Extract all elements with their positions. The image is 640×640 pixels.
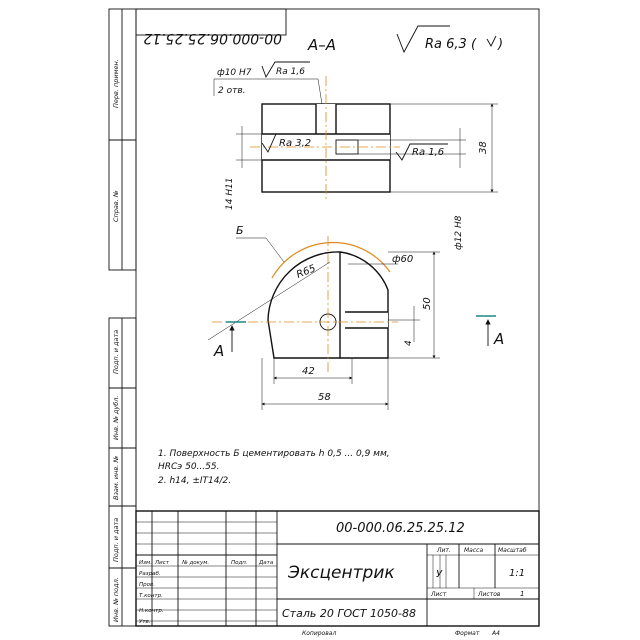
mass-label: Масса (464, 547, 483, 554)
general-roughness: Ra 6,3 ( ) (396, 25, 503, 54)
dim-50: 50 (422, 297, 433, 310)
col-list: Лист (154, 560, 170, 566)
lit-label: Лит. (436, 547, 451, 554)
title-block: 00-000.06.25.25.12 Эксцентрик Сталь 20 Г… (135, 510, 540, 627)
eccentric-view: R65 Б ф60 50 4 42 58 А А (207, 224, 504, 410)
roughness-left: Ra 3,2 (279, 138, 311, 149)
left-strip: Перв. примен. Справ. № Подп. и дата Инв.… (108, 8, 137, 627)
format-value: А4 (491, 630, 500, 637)
strip-label-5: Взам. инв. № (112, 456, 120, 500)
stamp-number: 00-000.06.25.25.12 (143, 30, 282, 46)
label-b: Б (236, 224, 244, 237)
note-3: 2. h14, ±IT14/2. (158, 476, 231, 486)
sheet-label: Лист (430, 591, 447, 598)
lit-value: У (436, 569, 443, 580)
hole-note: ф10 Н7 (217, 68, 252, 78)
copied-label: Копировал (302, 630, 336, 637)
col-sign: Подп. (231, 560, 248, 566)
hole-roughness: Ra 1,6 (276, 67, 305, 77)
row-razrab: Разраб. (139, 571, 161, 577)
roughness-general: Ra 6,3 ( (425, 37, 477, 52)
row-tkontr: Т.контр. (139, 593, 163, 599)
col-doc: № докум. (181, 560, 209, 566)
sheets-label: Листов (477, 591, 501, 598)
strip-label-1: Перв. примен. (112, 59, 120, 108)
section-title: А–А (307, 36, 336, 54)
dim-r65: R65 (295, 263, 317, 281)
dim-38: 38 (478, 141, 489, 154)
note-2: HRCэ 50...55. (158, 462, 219, 472)
rotated-stamp: 00-000.06.25.25.12 (135, 8, 287, 46)
format-label: Формат (455, 630, 480, 637)
scale-label: Масштаб (498, 547, 527, 554)
dim-d60: ф60 (392, 254, 413, 265)
strip-label-7: Инв. № подл. (112, 577, 120, 622)
row-utv: Утв. (139, 619, 151, 625)
col-izm: Изм. (139, 560, 152, 566)
dim-58: 58 (318, 392, 331, 403)
dim-14: 14 Н11 (225, 177, 235, 210)
dim-4: 4 (404, 340, 414, 346)
top-section-view: 38 14 Н11 ф12 Н8 ф10 Н7 Ra 1,6 2 отв. Ra… (213, 61, 498, 250)
col-date: Дата (258, 560, 274, 566)
strip-label-3: Подп. и дата (112, 330, 120, 374)
label-a-left: А (213, 342, 224, 360)
strip-label-4: Инв. № дубл. (112, 396, 120, 440)
scale-value: 1:1 (509, 568, 525, 579)
dim-42: 42 (302, 366, 315, 377)
material: Сталь 20 ГОСТ 1050-88 (282, 607, 416, 620)
dim-12: ф12 Н8 (454, 215, 464, 250)
sheets-value: 1 (520, 590, 524, 598)
label-a-right: А (493, 330, 504, 348)
strip-label-6: Подп. и дата (112, 518, 120, 562)
roughness-right: Ra 1,6 (412, 147, 444, 158)
row-nkontr: Н.контр. (139, 608, 164, 614)
title-number: 00-000.06.25.25.12 (336, 521, 465, 536)
row-prov: Пров. (139, 582, 155, 588)
roughness-close: ) (497, 37, 503, 52)
part-name: Эксцентрик (287, 563, 395, 583)
note-1: 1. Поверхность Б цементировать h 0,5 ...… (158, 449, 390, 459)
strip-label-2: Справ. № (112, 190, 120, 222)
hole-count: 2 отв. (218, 86, 246, 96)
